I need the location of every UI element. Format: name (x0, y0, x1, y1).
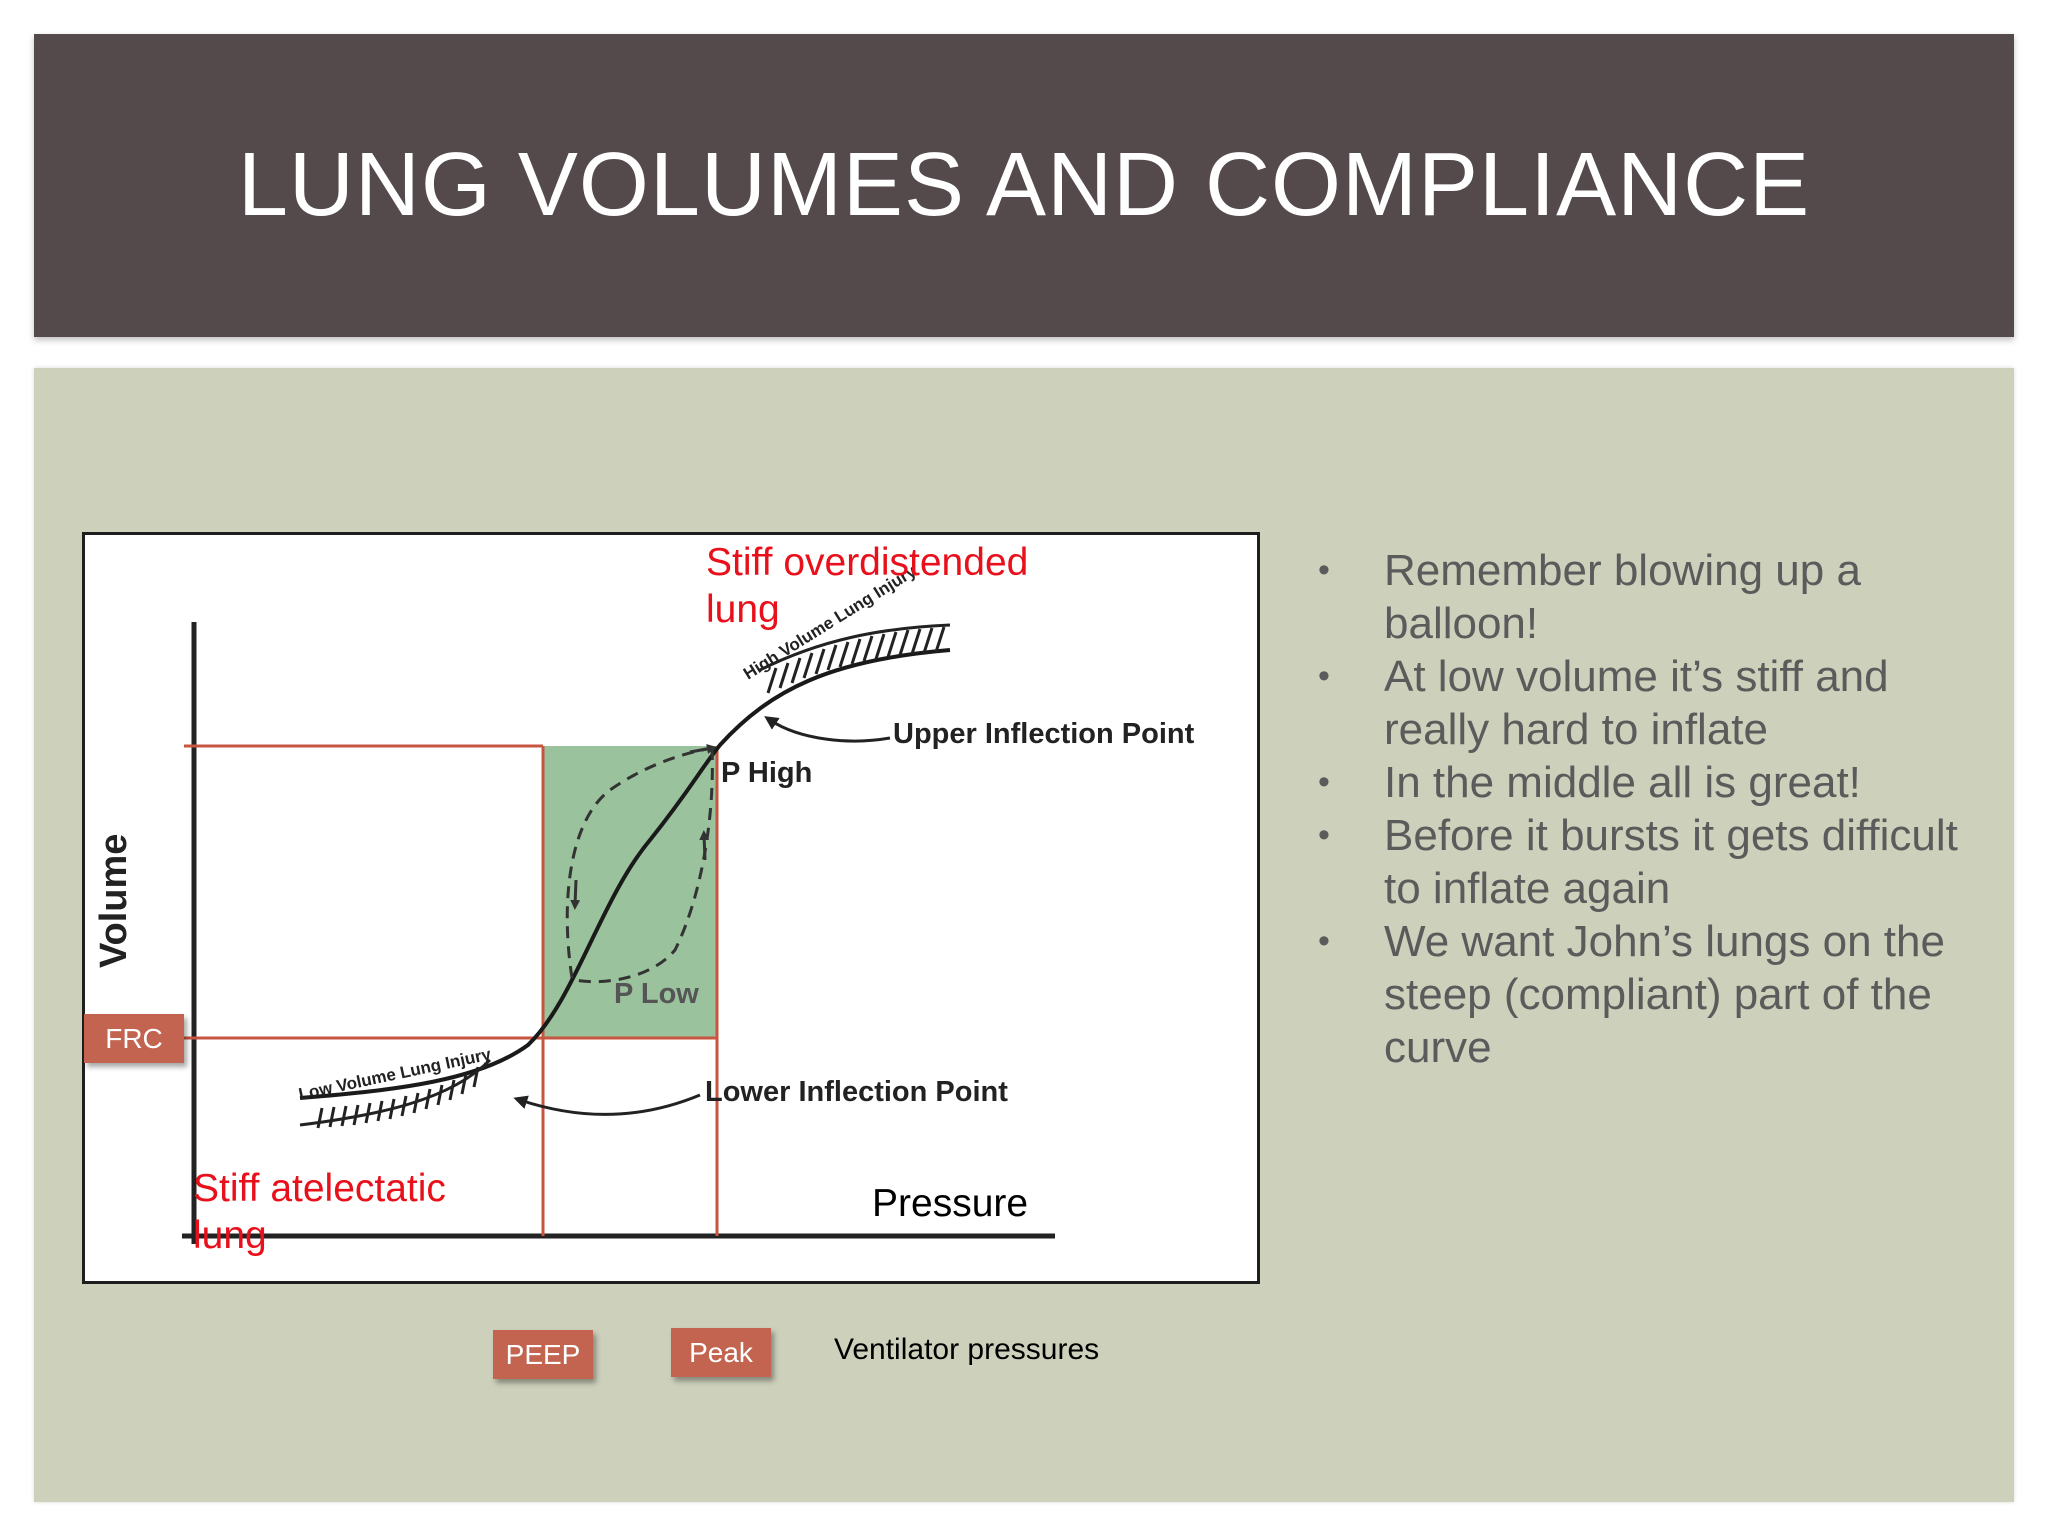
stiff-overdistended-label: Stiff overdistended lung (706, 541, 1029, 631)
bullet-text: At low volume it’s stiff and really hard… (1384, 652, 1889, 754)
slide-title: LUNG VOLUMES AND COMPLIANCE (237, 135, 1811, 235)
frc-tag: FRC (84, 1014, 184, 1063)
bullet-item: • We want John’s lungs on the steep (com… (1300, 915, 2000, 1074)
bullet-item: • Remember blowing up a balloon! (1300, 544, 2000, 650)
low-volume-hatch-marks (316, 1066, 480, 1129)
loop-arrow-right (699, 830, 710, 861)
bullet-item: • At low volume it’s stiff and really ha… (1300, 650, 2000, 756)
bullet-text: Before it bursts it gets difficult to in… (1384, 811, 1958, 913)
pressure-axis-label: Pressure (872, 1182, 1029, 1225)
lower-inflection-label: Lower Inflection Point (705, 1076, 1008, 1108)
bullet-symbol: • (1318, 816, 1330, 854)
bullet-text: In the middle all is great! (1384, 758, 1861, 807)
compliant-zone (543, 746, 717, 1038)
lower-inflection-arrow (513, 1093, 701, 1116)
bullet-symbol: • (1318, 551, 1330, 589)
bullet-symbol: • (1318, 657, 1330, 695)
ventilator-pressures-caption: Ventilator pressures (834, 1333, 1100, 1366)
hysteresis-inflation-loop (565, 746, 713, 979)
bullet-item: • In the middle all is great! (1300, 756, 2000, 809)
p-high-label: P High (721, 757, 812, 789)
loop-arrow-top (689, 743, 717, 754)
low-volume-hatch-arc (299, 1058, 492, 1127)
high-volume-hatch-arc (759, 623, 951, 672)
bullet-list: • Remember blowing up a balloon! • At lo… (1300, 544, 2000, 1074)
bullet-text: We want John’s lungs on the steep (compl… (1384, 917, 1945, 1072)
volume-axis-label: Volume (93, 834, 135, 968)
bullet-text: Remember blowing up a balloon! (1384, 546, 1861, 648)
hysteresis-deflation-loop (574, 747, 714, 984)
stiff-atelectatic-label: Stiff atelectatic lung (193, 1167, 446, 1257)
p-low-label: P Low (614, 978, 699, 1010)
upper-inflection-arrow (764, 716, 891, 743)
bullet-symbol: • (1318, 922, 1330, 960)
bullet-item: • Before it bursts it gets difficult to … (1300, 809, 2000, 915)
high-volume-hatch-marks (766, 626, 946, 694)
title-bar: LUNG VOLUMES AND COMPLIANCE (34, 34, 2014, 337)
pressure-volume-curve (299, 648, 951, 1100)
upper-inflection-label: Upper Inflection Point (893, 718, 1195, 750)
diagram-frame (82, 532, 1260, 1284)
peak-tag: Peak (671, 1328, 771, 1377)
peep-tag: PEEP (493, 1330, 593, 1379)
loop-arrow-left (570, 879, 581, 910)
bullet-symbol: • (1318, 763, 1330, 801)
